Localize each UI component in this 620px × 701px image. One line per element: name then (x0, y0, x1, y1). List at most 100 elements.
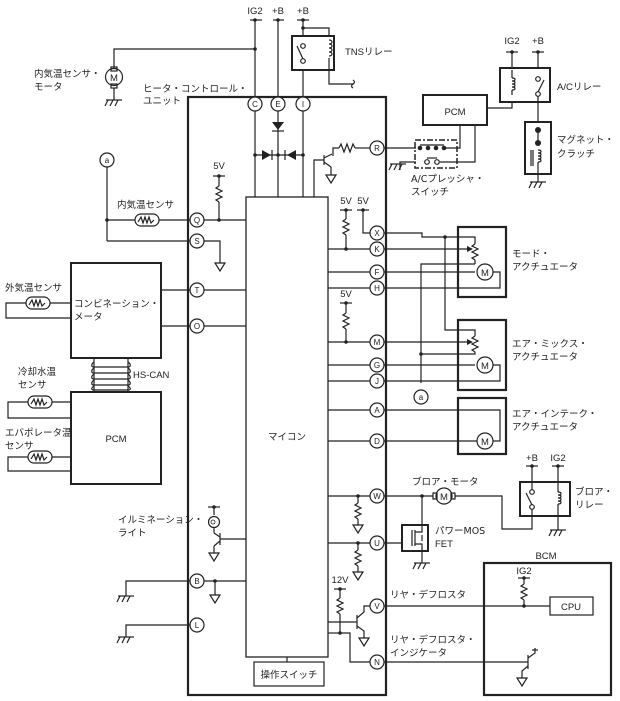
svg-text:O: O (194, 322, 200, 331)
magnet-clutch-label-1: マグネット・ (557, 134, 614, 146)
resistor-icon (341, 218, 351, 236)
air-intake-actuator-box (456, 396, 508, 456)
air-intake-actuator-label-1: エア・インテーク・ (512, 409, 597, 420)
ac-relay-box (499, 67, 551, 103)
combination-meter-box (70, 262, 162, 359)
pin-m: M (369, 334, 385, 350)
ac-pressure-switch-box (414, 139, 458, 169)
resistor-icon (341, 312, 351, 330)
plus-b-label-e: +B (272, 6, 284, 17)
air-mix-actuator-label-1: エア・ミックス・ (512, 339, 588, 350)
ground-icon (412, 562, 430, 570)
pin-t: T (189, 282, 205, 298)
bcm-box (482, 561, 613, 697)
power-mosfet-label-1: パワーMOS (435, 526, 485, 537)
plus-b-label-blower: +B (526, 453, 538, 464)
heater-control-unit-box (186, 95, 388, 697)
ig2-label-ac: IG2 (504, 36, 519, 47)
room-temp-motor-label-2: モータ (34, 82, 63, 93)
svg-text:E: E (275, 100, 280, 109)
pin-h: H (369, 280, 385, 296)
ac-pressure-switch-contacts (417, 144, 447, 165)
connector-a-bottom: a (413, 389, 429, 405)
pin-d: D (369, 433, 385, 449)
coolant-temp-sensor-label-2: センサ (18, 380, 47, 391)
5v-label-k: 5V (340, 196, 352, 207)
cpu-label: CPU (561, 602, 581, 613)
pin-n: N (369, 654, 385, 670)
pin-w: W (369, 488, 385, 504)
hs-can-label: HS-CAN (133, 370, 170, 381)
blower-relay-label-2: リレー (575, 500, 604, 511)
svg-text:M: M (481, 361, 489, 372)
room-temp-sensor-motor-icon (104, 67, 124, 87)
svg-text:U: U (374, 539, 380, 548)
resistor-icon (353, 502, 363, 520)
svg-text:M: M (481, 437, 489, 448)
svg-text:D: D (374, 437, 380, 446)
blower-motor-icon (435, 487, 453, 505)
ac-pressure-switch-label-2: スイッチ (411, 187, 449, 198)
pin-b: B (189, 573, 205, 589)
mode-actuator-label-1: モード・ (512, 249, 550, 260)
ground-icon (104, 99, 122, 107)
svg-text:a: a (419, 393, 424, 402)
pin-e: E (270, 96, 286, 112)
ground-icon (116, 636, 134, 644)
pin-c: C (247, 96, 263, 112)
evaporator-temp-sensor-label-1: エバポレータ温 (5, 428, 72, 439)
air-mix-actuator-box (456, 318, 508, 392)
ig2-label-c: IG2 (247, 6, 262, 17)
svg-text:N: N (374, 658, 380, 667)
ground-icon (548, 529, 566, 537)
svg-text:L: L (195, 621, 200, 630)
mode-actuator-label-2: アクチュエータ (512, 262, 578, 273)
svg-text:G: G (374, 361, 380, 370)
pin-i: I (295, 96, 311, 112)
pin-s: S (189, 233, 205, 249)
microcomputer-label: マイコン (268, 432, 306, 443)
room-temp-motor-label-1: 内気温センサ・ (34, 68, 101, 80)
svg-text:M: M (110, 73, 118, 84)
resistor-icon (214, 185, 224, 203)
5v-label-m: 5V (340, 289, 352, 300)
hs-can-bus (91, 358, 131, 392)
illumination-light-label-1: イルミネーション・ (118, 515, 203, 526)
pcm-bottom-label: PCM (105, 434, 126, 445)
svg-text:S: S (194, 237, 199, 246)
ground-icon (388, 163, 406, 171)
pin-g: G (369, 357, 385, 373)
5v-label-q: 5V (213, 161, 225, 172)
svg-text:F: F (375, 268, 380, 277)
operation-switch-box (253, 661, 325, 687)
resistor-icon (519, 583, 529, 601)
svg-text:K: K (374, 245, 380, 254)
air-intake-actuator-motor-icon (476, 432, 494, 450)
relay-coil-icon (328, 39, 333, 57)
blower-relay-box (519, 481, 571, 517)
pin-r: R (369, 140, 385, 156)
ground-icon (116, 595, 134, 603)
diode-icon (287, 150, 296, 160)
illumination-bulb-icon (207, 515, 221, 529)
room-temp-sensor-label: 内気温センサ (117, 199, 174, 211)
cpu-box (549, 596, 594, 616)
diode-icon (272, 122, 284, 130)
svg-text:X: X (374, 229, 380, 238)
pin-l: L (189, 617, 205, 633)
svg-text:M: M (440, 492, 448, 503)
svg-text:B: B (194, 577, 199, 586)
heater-control-unit-label-1: ヒータ・コントロール・ (143, 84, 248, 95)
diode-icon (262, 150, 271, 160)
plus-b-label-i: +B (297, 6, 309, 17)
microcomputer-box (245, 196, 329, 658)
ground-icon (528, 181, 546, 189)
blower-relay-label-1: ブロア・ (575, 486, 613, 498)
svg-text:T: T (195, 286, 200, 295)
svg-text:M: M (481, 268, 489, 279)
pin-a: A (369, 402, 385, 418)
pin-u: U (369, 535, 385, 551)
coolant-temp-sensor-label-1: 冷却水温 (18, 366, 57, 378)
svg-text:J: J (375, 377, 379, 386)
